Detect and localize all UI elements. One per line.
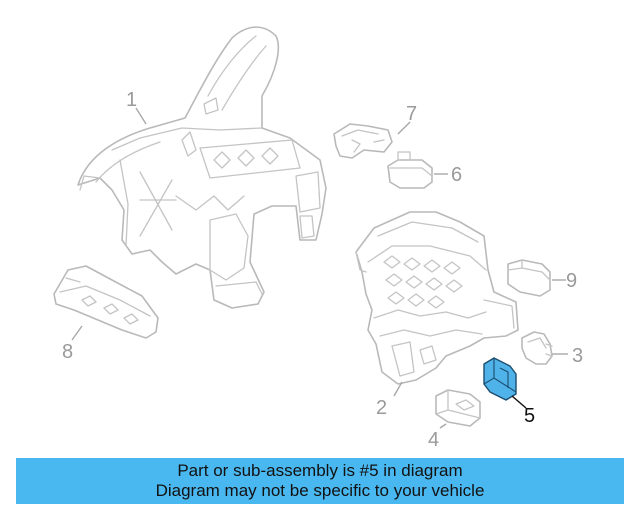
part-2-fuse-box [355, 211, 519, 385]
part-3-relay [521, 331, 553, 365]
callout-2: 2 [376, 397, 387, 419]
parts-diagram: 1 2 3 4 5 6 7 8 9 [53, 26, 583, 451]
callout-1: 1 [126, 89, 137, 111]
callout-5: 5 [524, 405, 535, 427]
banner-line-1: Part or sub-assembly is #5 in diagram [177, 461, 463, 480]
part-7-bracket [333, 123, 393, 159]
leader-lines [71, 107, 568, 429]
part-1-bracket [77, 26, 327, 309]
callout-7: 7 [406, 103, 417, 125]
part-5-fuse [483, 357, 517, 401]
part-4-connector [435, 389, 481, 427]
callout-8: 8 [62, 341, 73, 363]
callout-3: 3 [572, 345, 583, 367]
banner-line-2: Diagram may not be specific to your vehi… [155, 481, 485, 500]
part-8-cover [53, 265, 159, 339]
info-banner: Part or sub-assembly is #5 in diagram Di… [16, 458, 624, 504]
part-6-relay [387, 151, 433, 189]
callout-9: 9 [566, 270, 577, 292]
part-9-relay [507, 259, 551, 297]
callout-6: 6 [451, 164, 462, 186]
callout-4: 4 [428, 429, 439, 451]
